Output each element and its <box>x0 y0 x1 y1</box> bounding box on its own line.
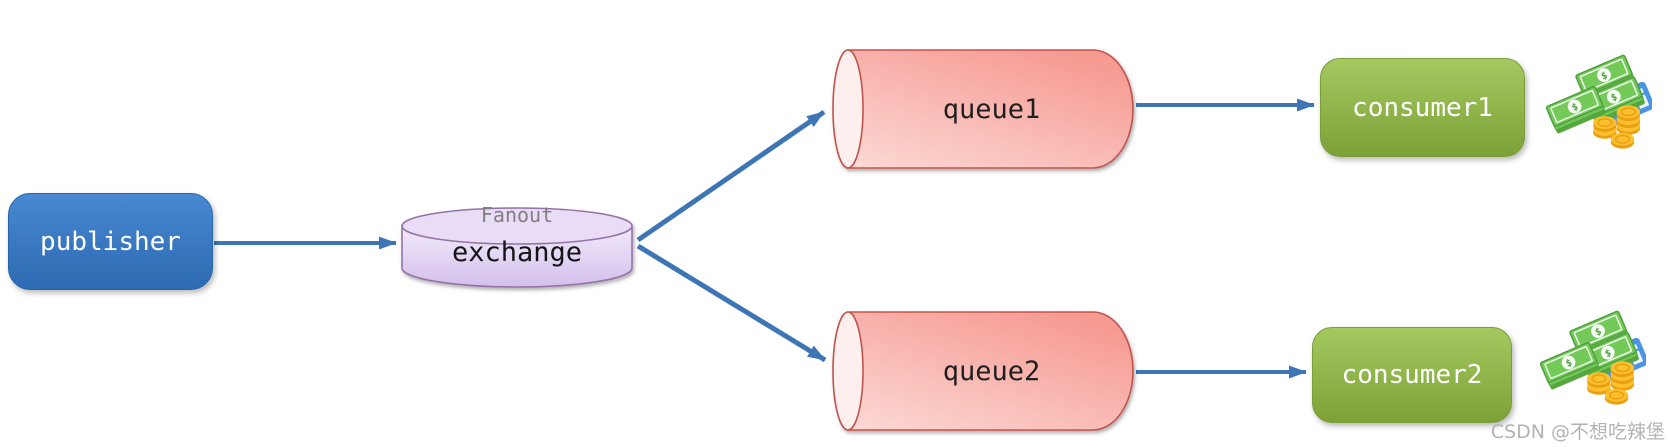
arrow-exchange-to-queue2 <box>636 243 827 363</box>
queue2-node <box>832 311 1134 431</box>
money-cash-icon: $ $ $ <box>1539 310 1646 405</box>
consumer1-node: consumer1 <box>1320 58 1525 157</box>
consumer2-label: consumer2 <box>1341 360 1483 390</box>
currency-symbol: $ <box>1570 101 1580 113</box>
currency-symbol: $ <box>1600 70 1610 82</box>
exchange-type-label: Fanout <box>480 203 554 227</box>
arrow-exchange-to-queue1 <box>636 109 826 243</box>
publisher-node: publisher <box>8 193 213 290</box>
consumer1-label: consumer1 <box>1352 92 1493 123</box>
currency-symbol: $ <box>1594 326 1604 338</box>
queue1-node <box>832 49 1134 169</box>
currency-symbol: $ <box>1564 357 1574 369</box>
money-cash-icon: $ $ $ <box>1545 54 1652 149</box>
exchange-node <box>401 207 633 288</box>
currency-symbol: $ <box>1609 92 1619 104</box>
exchange-label: exchange <box>451 237 583 268</box>
currency-symbol: $ <box>1603 348 1613 360</box>
publisher-label: publisher <box>40 226 181 257</box>
watermark: CSDN @不想吃辣堡 <box>1490 421 1665 443</box>
consumer2-node: consumer2 <box>1312 327 1512 423</box>
